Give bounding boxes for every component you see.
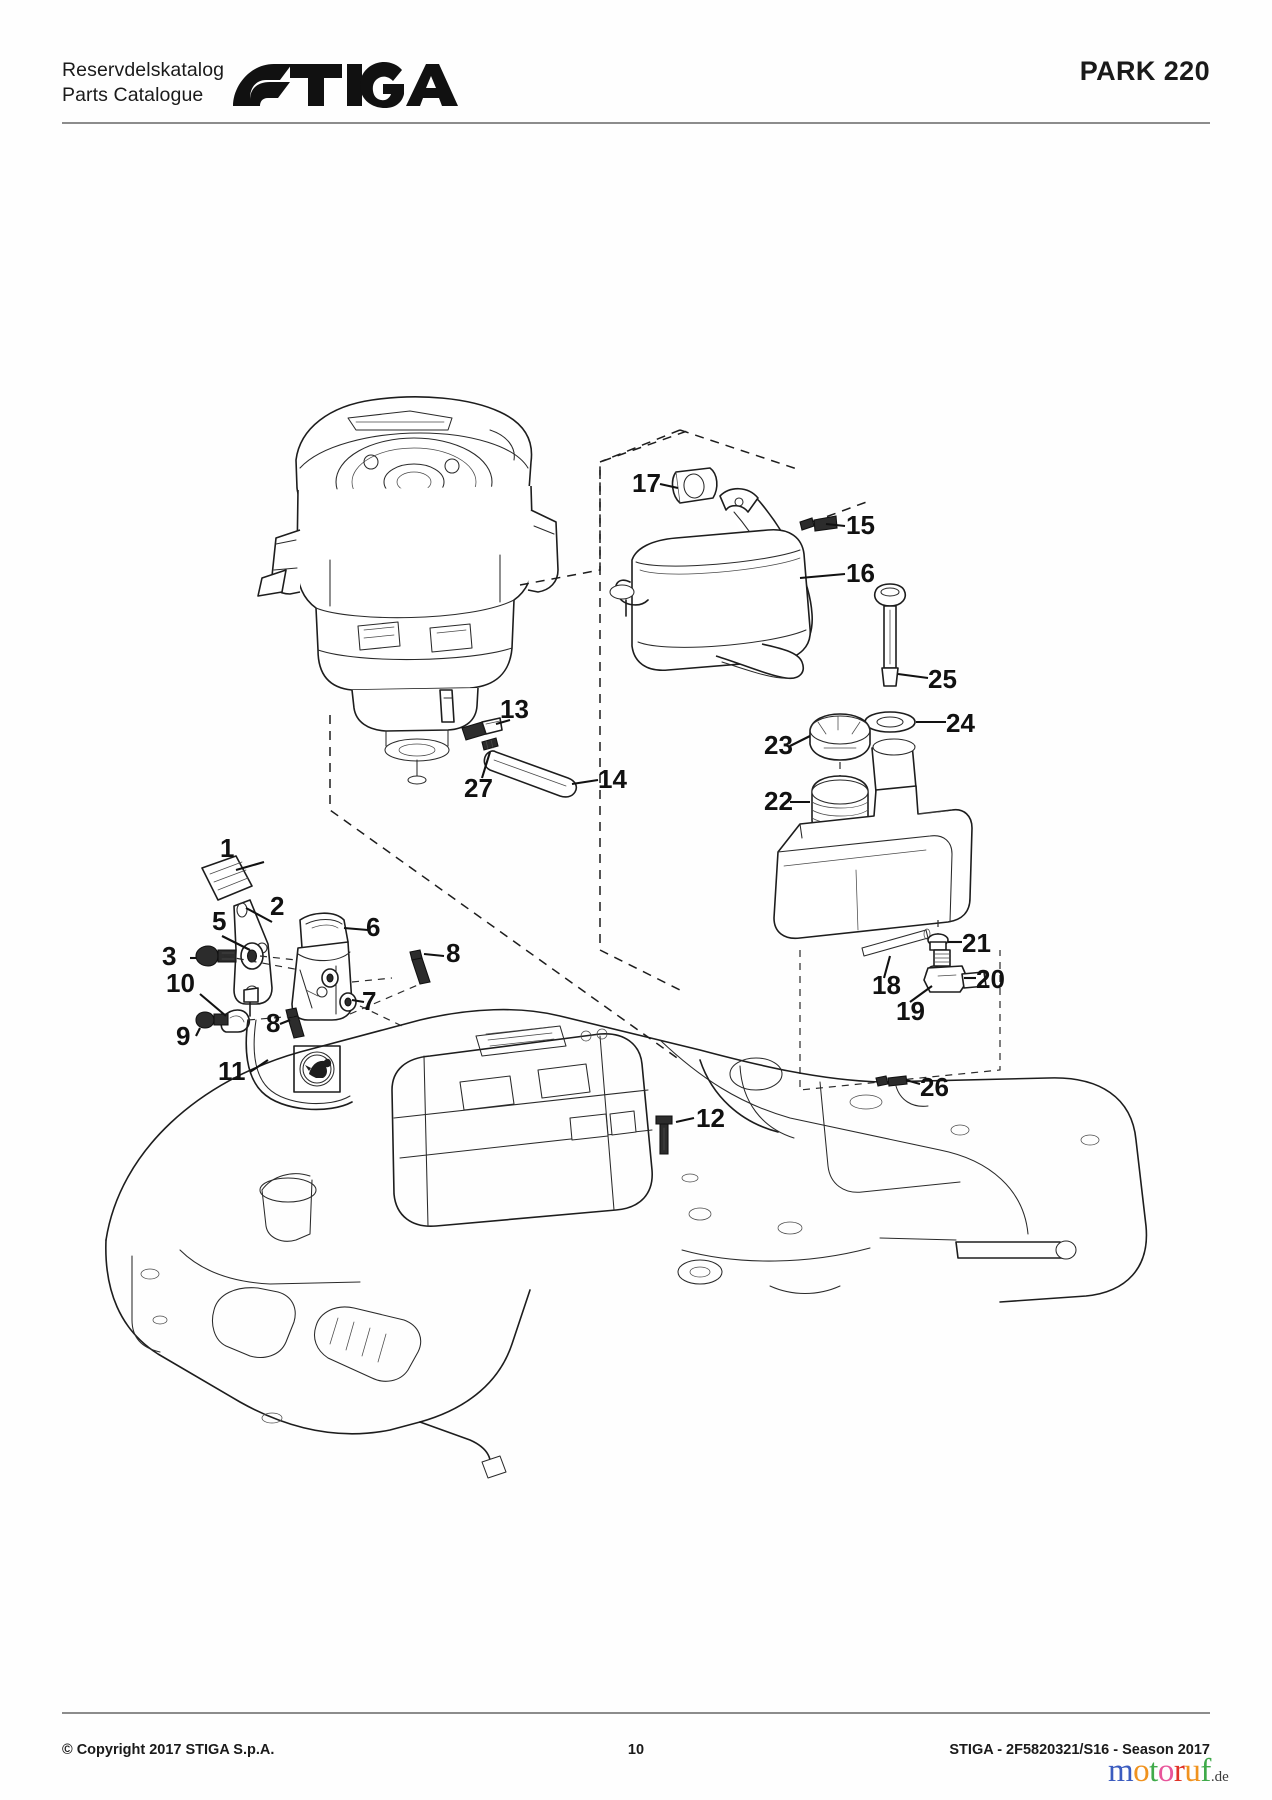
callout-7: 7 bbox=[362, 986, 377, 1016]
callout-22: 22 bbox=[764, 786, 793, 816]
catalogue-subtitle: Reservdelskatalog Parts Catalogue bbox=[62, 58, 224, 108]
watermark-letter-6: f bbox=[1200, 1753, 1211, 1789]
callout-27: 27 bbox=[464, 773, 493, 803]
watermark-letter-0: m bbox=[1108, 1753, 1134, 1789]
watermark-letter-3: o bbox=[1157, 1753, 1175, 1789]
callout-18: 18 bbox=[872, 970, 901, 1000]
callout-21: 21 bbox=[962, 928, 991, 958]
watermark-letter-4: r bbox=[1173, 1753, 1185, 1789]
watermark-letter-5: u bbox=[1184, 1753, 1201, 1789]
watermark-letter-2: t bbox=[1149, 1753, 1158, 1789]
watermark-letter-1: o bbox=[1133, 1753, 1150, 1789]
callout-1: 1 bbox=[220, 833, 235, 863]
callout-26: 26 bbox=[920, 1072, 949, 1102]
callout-12: 12 bbox=[696, 1103, 725, 1133]
callout-25: 25 bbox=[928, 664, 957, 694]
callout-23: 23 bbox=[764, 730, 793, 760]
callout-5: 5 bbox=[212, 906, 227, 936]
callout-16: 16 bbox=[846, 558, 875, 588]
motoruf-watermark: motoruf.de bbox=[1108, 1755, 1229, 1794]
callout-9: 9 bbox=[176, 1021, 191, 1051]
callout-15: 15 bbox=[846, 510, 875, 540]
callout-8-upper: 8 bbox=[446, 938, 461, 968]
watermark-suffix: .de bbox=[1210, 1769, 1229, 1785]
document-reference: STIGA - 2F5820321/S16 - Season 2017 bbox=[949, 1742, 1210, 1758]
callout-3: 3 bbox=[162, 941, 177, 971]
callout-10: 10 bbox=[166, 968, 195, 998]
callout-24: 24 bbox=[946, 708, 975, 738]
parts-exploded-diagram: .ln { fill:none; stroke:#1d1d1d; stroke-… bbox=[0, 130, 1272, 1700]
callout-13: 13 bbox=[500, 694, 529, 724]
callout-2: 2 bbox=[270, 891, 285, 921]
subtitle-line-swedish: Reservdelskatalog bbox=[62, 59, 225, 81]
copyright-notice: © Copyright 2017 STIGA S.p.A. bbox=[62, 1742, 275, 1758]
callout-20: 20 bbox=[976, 964, 1005, 994]
callout-8-lower: 8 bbox=[266, 1008, 281, 1038]
callout-11: 11 bbox=[218, 1056, 246, 1086]
page-header: Reservdelskatalog Parts Catalogue PARK 2… bbox=[62, 48, 1210, 126]
header-divider bbox=[62, 122, 1210, 124]
footer-divider bbox=[62, 1712, 1210, 1714]
callout-19: 19 bbox=[896, 996, 925, 1026]
page-number: 10 bbox=[627, 1742, 645, 1758]
stiga-logo bbox=[230, 56, 460, 112]
page-title: PARK 220 bbox=[1079, 56, 1210, 86]
subtitle-line-english: Parts Catalogue bbox=[62, 84, 204, 106]
callout-6: 6 bbox=[366, 912, 381, 942]
callout-17: 17 bbox=[632, 468, 661, 498]
callout-14: 14 bbox=[598, 764, 627, 794]
